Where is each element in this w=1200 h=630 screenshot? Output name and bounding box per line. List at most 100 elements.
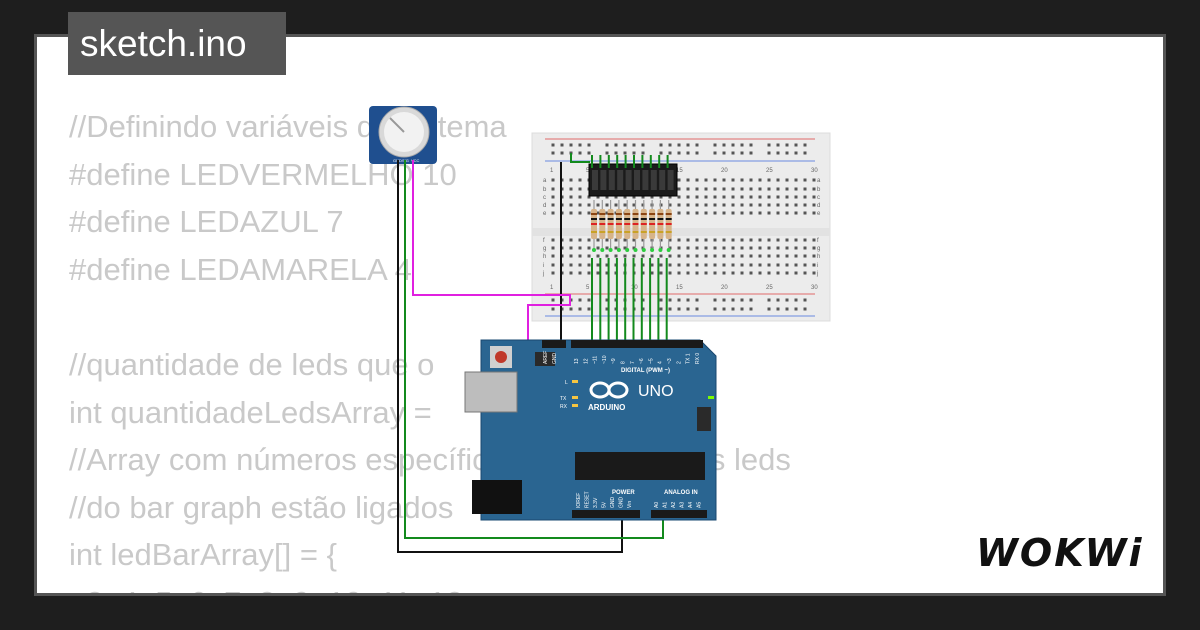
breadboard-hole [740, 246, 744, 250]
breadboard-hole [803, 203, 807, 207]
breadboard-hole [605, 254, 609, 258]
breadboard-hole [740, 195, 744, 199]
resistor-band [599, 223, 606, 225]
digital-pin-label: ~3 [667, 358, 673, 364]
breadboard-hole [686, 203, 690, 207]
breadboard-hole [641, 263, 645, 267]
status-led [572, 396, 578, 399]
breadboard-hole [731, 151, 735, 155]
breadboard-hole [623, 246, 627, 250]
breadboard-hole [686, 254, 690, 258]
breadboard-hole [578, 211, 582, 215]
breadboard-hole [731, 195, 735, 199]
breadboard-hole [794, 211, 798, 215]
breadboard-hole [605, 246, 609, 250]
breadboard-hole [803, 246, 807, 250]
breadboard-hole [578, 143, 582, 147]
resistor-band [665, 218, 672, 220]
usb-port [464, 371, 518, 413]
breadboard-hole [560, 151, 564, 155]
breadboard-hole [632, 151, 636, 155]
breadboard-hole [614, 151, 618, 155]
breadboard-hole [704, 271, 708, 275]
breadboard-hole [659, 143, 663, 147]
resistor-band [607, 213, 614, 215]
breadboard-hole [551, 263, 555, 267]
breadboard-hole [803, 178, 807, 182]
tx-led-label: TX [560, 396, 567, 402]
breadboard-hole [650, 263, 654, 267]
breadboard-hole [668, 263, 672, 267]
rx-led-label: RX [560, 404, 568, 410]
breadboard-hole [695, 143, 699, 147]
arduino-model: UNO [638, 383, 674, 400]
resistor-band [657, 231, 664, 233]
connection-dot [592, 248, 596, 252]
breadboard-hole [569, 178, 573, 182]
breadboard-hole [767, 143, 771, 147]
breadboard-hole [812, 187, 816, 191]
breadboard-column-number: 25 [766, 285, 773, 291]
resistor-band [657, 218, 664, 220]
breadboard-hole [569, 203, 573, 207]
breadboard-hole [578, 178, 582, 182]
breadboard-hole [587, 238, 591, 242]
breadboard-hole [767, 211, 771, 215]
breadboard-hole [785, 254, 789, 258]
breadboard-hole [569, 271, 573, 275]
breadboard-hole [632, 143, 636, 147]
breadboard-hole [677, 203, 681, 207]
digital-pin-label: 12 [583, 358, 589, 364]
breadboard-hole [614, 195, 618, 199]
breadboard-hole [731, 254, 735, 258]
breadboard-hole [776, 143, 780, 147]
breadboard-row-letter: c [543, 195, 546, 201]
breadboard-hole [605, 263, 609, 267]
breadboard-hole [749, 143, 753, 147]
power-pin-label: RESET [585, 491, 591, 508]
breadboard-hole [722, 203, 726, 207]
breadboard-hole [794, 254, 798, 258]
breadboard-hole [695, 271, 699, 275]
resistor-band [607, 231, 614, 233]
breadboard-hole [623, 151, 627, 155]
breadboard-hole [767, 263, 771, 267]
breadboard-hole [596, 271, 600, 275]
breadboard-hole [731, 203, 735, 207]
resistor-band [649, 231, 656, 233]
breadboard-hole [767, 151, 771, 155]
breadboard-hole [776, 298, 780, 302]
resistor-band [607, 218, 614, 220]
breadboard-hole [578, 151, 582, 155]
breadboard-hole [677, 195, 681, 199]
breadboard-hole [704, 211, 708, 215]
digital-header-aux [542, 340, 566, 348]
analog-pin-label: A3 [680, 502, 686, 508]
breadboard-hole [677, 238, 681, 242]
analog-pin-label: A0 [654, 502, 660, 508]
breadboard-column-number: 25 [766, 168, 773, 174]
breadboard-hole [803, 307, 807, 311]
breadboard-hole [722, 298, 726, 302]
code-line: 3, 4, 5, 6, 7, 8, 9, 10, 11, 12 [69, 579, 791, 593]
resistor-band [615, 223, 622, 225]
breadboard-hole [623, 254, 627, 258]
breadboard-hole [695, 211, 699, 215]
breadboard-hole [740, 254, 744, 258]
breadboard-hole [551, 271, 555, 275]
analog-pin-label: A2 [671, 502, 677, 508]
breadboard-hole [713, 187, 717, 191]
led-bar-segment [642, 170, 649, 190]
digital-pin-label: ~6 [639, 358, 645, 364]
breadboard-hole [740, 307, 744, 311]
led-bar-segment [617, 170, 624, 190]
breadboard-row-letter: e [543, 211, 547, 217]
breadboard-column-number: 30 [811, 168, 818, 174]
breadboard-hole [758, 203, 762, 207]
led-bar-segment [634, 170, 640, 190]
connection-dot [658, 248, 663, 252]
resistor-band [649, 223, 656, 225]
breadboard-hole [677, 178, 681, 182]
breadboard-hole [749, 238, 753, 242]
breadboard-hole [776, 238, 780, 242]
